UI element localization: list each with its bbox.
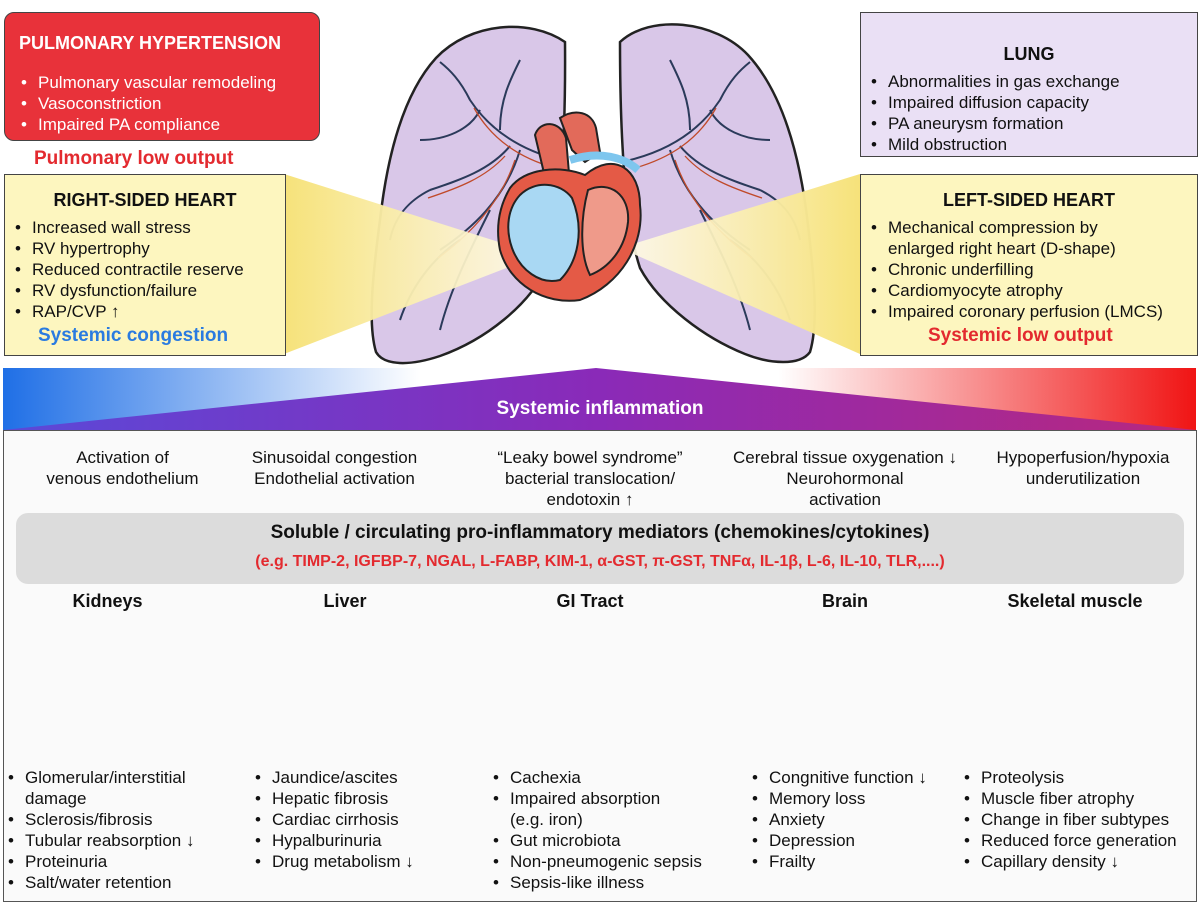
list-item: Proteinuria xyxy=(6,851,194,872)
pulmonary-hypertension-box: PULMONARY HYPERTENSION Pulmonary vascula… xyxy=(4,12,320,141)
list-item: Mild obstruction xyxy=(869,134,1120,155)
mediators-box xyxy=(16,513,1184,584)
list-item: Sclerosis/fibrosis xyxy=(6,809,194,830)
list-item: Anxiety xyxy=(750,809,927,830)
list-item: Abnormalities in gas exchange xyxy=(869,71,1120,92)
pulmonary-hypertension-list: Pulmonary vascular remodeling Vasoconstr… xyxy=(19,72,276,135)
list-item: Mechanical compression by xyxy=(869,217,1163,238)
list-item: Change in fiber subtypes xyxy=(962,809,1177,830)
list-item: enlarged right heart (D-shape) xyxy=(888,239,1116,258)
lung-list: Abnormalities in gas exchange Impaired d… xyxy=(869,71,1120,155)
organ-title-brain: Brain xyxy=(821,591,868,611)
list-item: Cachexia xyxy=(491,767,702,788)
systemic-congestion-label: Systemic congestion xyxy=(38,325,229,346)
cause-line: Endothelial activation xyxy=(254,469,415,488)
left-beam xyxy=(284,174,540,354)
list-item: Frailty xyxy=(750,851,927,872)
left-sided-heart-title: LEFT-SIDED HEART xyxy=(942,190,1115,210)
cause-line: venous endothelium xyxy=(46,469,199,488)
list-item: Gut microbiota xyxy=(491,830,702,851)
cause-cerebral-oxygenation: Cerebral tissue oxygenation ↓ Neurohormo… xyxy=(712,447,978,510)
skeletal-muscle-effects-list: Proteolysis Muscle fiber atrophy Change … xyxy=(962,767,1177,872)
list-item: Proteolysis xyxy=(962,767,1177,788)
list-item: Pulmonary vascular remodeling xyxy=(19,72,276,93)
cause-line: Activation of xyxy=(76,448,169,467)
cause-line: Neurohormonal xyxy=(786,469,904,488)
list-item-continuation: damage xyxy=(25,789,87,808)
list-item: Cardiomyocyte atrophy xyxy=(869,280,1163,301)
organ-title-gi-tract: GI Tract xyxy=(556,591,624,611)
list-item: Jaundice/ascites xyxy=(253,767,414,788)
list-item: Cardiac cirrhosis xyxy=(253,809,414,830)
cause-line: underutilization xyxy=(1025,469,1141,488)
mediators-list: (e.g. TIMP-2, IGFBP-7, NGAL, L-FABP, KIM… xyxy=(255,553,945,570)
systemic-low-output-label: Systemic low output xyxy=(928,325,1113,346)
cause-line: Sinusoidal congestion xyxy=(251,448,418,467)
list-item: Hepatic fibrosis xyxy=(253,788,414,809)
list-item: Impaired PA compliance xyxy=(19,114,276,135)
cause-line: Hypoperfusion/hypoxia xyxy=(996,448,1170,467)
systemic-inflammation-label: Systemic inflammation xyxy=(496,398,704,419)
organ-title-kidneys: Kidneys xyxy=(72,591,143,611)
list-item: Drug metabolism ↓ xyxy=(253,851,414,872)
list-item: Vasoconstriction xyxy=(19,93,276,114)
list-item: Glomerular/interstitial xyxy=(6,767,194,788)
list-item: Sepsis-like illness xyxy=(491,872,702,893)
list-item: Impaired diffusion capacity xyxy=(869,92,1120,113)
list-item-continuation: (e.g. iron) xyxy=(510,810,583,829)
list-item: Impaired coronary perfusion (LMCS) xyxy=(869,301,1163,322)
gi-tract-effects-list: Cachexia Impaired absorption (e.g. iron)… xyxy=(491,767,702,893)
organ-title-liver: Liver xyxy=(323,591,367,611)
mediators-title: Soluble / circulating pro-inflammatory m… xyxy=(270,522,930,543)
cause-venous-endothelium: Activation of venous endothelium xyxy=(20,447,225,489)
list-item: Tubular reabsorption ↓ xyxy=(6,830,194,851)
kidneys-effects-list: Glomerular/interstitial damage Sclerosis… xyxy=(6,767,194,893)
inflammation-triangle xyxy=(3,368,1196,430)
right-sided-heart-box: RIGHT-SIDED HEART Increased wall stress … xyxy=(4,174,286,356)
list-item: Congnitive function ↓ xyxy=(750,767,927,788)
list-item: Depression xyxy=(750,830,927,851)
lung-title: LUNG xyxy=(1003,44,1055,64)
right-sided-heart-list: Increased wall stress RV hypertrophy Red… xyxy=(13,217,244,322)
cause-line: endotoxin ↑ xyxy=(546,490,634,509)
cause-leaky-bowel: “Leaky bowel syndrome” bacterial translo… xyxy=(470,447,710,510)
list-item: RAP/CVP ↑ xyxy=(13,301,244,322)
list-item: Chronic underfilling xyxy=(869,259,1163,280)
cause-line: “Leaky bowel syndrome” xyxy=(497,448,683,467)
left-sided-heart-list: Mechanical compression by enlarged right… xyxy=(869,217,1163,322)
lung-box: LUNG Abnormalities in gas exchange Impai… xyxy=(860,12,1198,157)
cause-hypoperfusion: Hypoperfusion/hypoxia underutilization xyxy=(978,447,1188,489)
cause-sinusoidal-congestion: Sinusoidal congestion Endothelial activa… xyxy=(232,447,437,489)
list-item: Non-pneumogenic sepsis xyxy=(491,851,702,872)
list-item: Impaired absorption xyxy=(491,788,702,809)
list-item: Hypalburinuria xyxy=(253,830,414,851)
cause-line: bacterial translocation/ xyxy=(504,469,676,488)
cause-line: Cerebral tissue oxygenation ↓ xyxy=(733,448,957,467)
heart-illustration xyxy=(497,111,642,302)
list-item: Salt/water retention xyxy=(6,872,194,893)
list-item: Reduced force generation xyxy=(962,830,1177,851)
right-beam xyxy=(620,174,860,354)
organ-title-skeletal-muscle: Skeletal muscle xyxy=(1007,591,1143,611)
list-item: Capillary density ↓ xyxy=(962,851,1177,872)
list-item: RV dysfunction/failure xyxy=(13,280,244,301)
right-sided-heart-title: RIGHT-SIDED HEART xyxy=(53,190,237,210)
brain-effects-list: Congnitive function ↓ Memory loss Anxiet… xyxy=(750,767,927,872)
cause-line: activation xyxy=(809,490,881,509)
pulmonary-low-output-label: Pulmonary low output xyxy=(34,148,234,169)
left-sided-heart-box: LEFT-SIDED HEART Mechanical compression … xyxy=(860,174,1198,356)
list-item: Memory loss xyxy=(750,788,927,809)
list-item: Reduced contractile reserve xyxy=(13,259,244,280)
list-item: PA aneurysm formation xyxy=(869,113,1120,134)
list-item: RV hypertrophy xyxy=(13,238,244,259)
list-item: Increased wall stress xyxy=(13,217,244,238)
list-item: Muscle fiber atrophy xyxy=(962,788,1177,809)
pulmonary-hypertension-title: PULMONARY HYPERTENSION xyxy=(19,33,282,53)
liver-effects-list: Jaundice/ascites Hepatic fibrosis Cardia… xyxy=(253,767,414,872)
